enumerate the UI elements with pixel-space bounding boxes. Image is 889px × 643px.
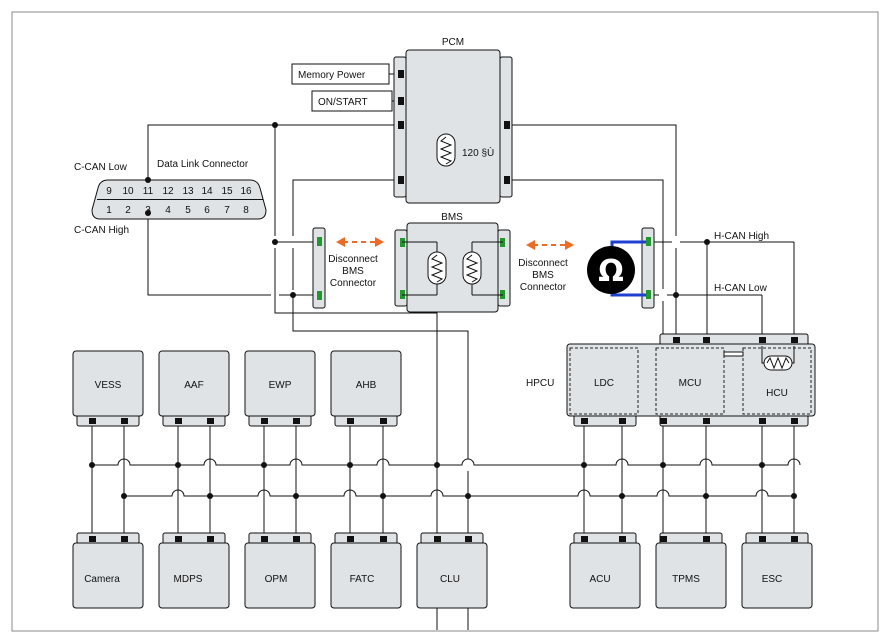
dlc-pin-7: 7 xyxy=(224,205,230,216)
module-fatc: FATC xyxy=(330,532,402,609)
disconnect-left-line3: Connector xyxy=(330,278,377,289)
camera-label: Camera xyxy=(84,574,120,585)
data-link-connector: Data Link Connector C-CAN Low C-CAN High… xyxy=(74,159,267,236)
dlc-pin-15: 15 xyxy=(221,186,233,197)
hpcu-title: HPCU xyxy=(526,378,554,389)
module-esc: ESC xyxy=(741,532,813,609)
ldc-label: LDC xyxy=(594,378,614,389)
pcm-module: PCM 120 §Ù xyxy=(393,37,513,204)
memory-power-label: Memory Power xyxy=(298,70,366,81)
module-camera: Camera xyxy=(72,532,144,609)
bms-title: BMS xyxy=(441,212,463,223)
bms-disconnect-connector-left: Disconnect BMS Connector xyxy=(312,227,384,309)
dlc-pin-9: 9 xyxy=(106,186,112,197)
mdps-label: MDPS xyxy=(174,574,203,585)
diagram-frame xyxy=(11,11,879,632)
dlc-pin-4: 4 xyxy=(165,205,171,216)
clu-label: CLU xyxy=(440,574,460,585)
module-mdps: MDPS xyxy=(158,532,230,609)
disconnect-right-line1: Disconnect xyxy=(518,258,568,269)
module-vess: VESS xyxy=(72,350,144,427)
ewp-label: EWP xyxy=(269,380,292,391)
aaf-label: AAF xyxy=(184,380,203,391)
acu-label: ACU xyxy=(589,574,610,585)
dlc-top-pins: 9 10 11 12 13 14 15 16 xyxy=(106,186,252,197)
dlc-pin-6: 6 xyxy=(204,205,210,216)
pcm-terminating-resistor xyxy=(436,133,456,167)
module-acu: ACU xyxy=(569,532,641,609)
hcu-terminating-resistor xyxy=(763,355,793,371)
ahb-label: AHB xyxy=(356,380,377,391)
ohmmeter-icon xyxy=(587,246,635,294)
hcu-label: HCU xyxy=(766,388,788,399)
module-tpms: TPMS xyxy=(655,532,727,609)
h-can-low-label: H-CAN Low xyxy=(714,283,768,294)
dlc-pin-13: 13 xyxy=(182,186,194,197)
dlc-pin-8: 8 xyxy=(243,205,249,216)
bms-disconnect-label-right: Disconnect BMS Connector xyxy=(518,240,574,293)
opm-label: OPM xyxy=(265,574,288,585)
tpms-label: TPMS xyxy=(672,574,700,585)
dlc-pin-11: 11 xyxy=(143,186,154,197)
disconnect-right-line3: Connector xyxy=(520,282,567,293)
disconnect-left-line2: BMS xyxy=(342,266,364,277)
dlc-pin-2: 2 xyxy=(125,205,131,216)
disconnect-right-line2: BMS xyxy=(532,270,554,281)
ohm-symbol: Ω xyxy=(598,254,624,289)
on-start-input: ON/START xyxy=(311,90,393,112)
module-clu: CLU xyxy=(416,532,488,609)
module-opm: OPM xyxy=(244,532,316,609)
ohmmeter-connection: Ω xyxy=(587,227,655,309)
module-aaf: AAF xyxy=(158,350,230,427)
c-can-high-label: C-CAN High xyxy=(74,225,129,236)
dlc-pin-14: 14 xyxy=(201,186,213,197)
c-can-low-label: C-CAN Low xyxy=(74,162,128,173)
vess-label: VESS xyxy=(95,380,122,391)
on-start-label: ON/START xyxy=(318,97,368,108)
hpcu-module: HPCU LDC MCU HCU xyxy=(526,333,816,427)
fatc-label: FATC xyxy=(350,574,375,585)
memory-power-input: Memory Power xyxy=(291,63,390,85)
dlc-pin-5: 5 xyxy=(185,205,191,216)
pcm-resistor-value: 120 §Ù xyxy=(462,146,494,159)
dlc-pin-16: 16 xyxy=(240,186,252,197)
disconnect-left-line1: Disconnect xyxy=(328,254,378,265)
bms-module: BMS xyxy=(394,212,511,313)
mcu-label: MCU xyxy=(679,378,702,389)
dlc-pin-12: 12 xyxy=(162,186,174,197)
dlc-pin-1: 1 xyxy=(106,205,112,216)
esc-label: ESC xyxy=(762,574,783,585)
dlc-title: Data Link Connector xyxy=(157,159,249,170)
dlc-pin-10: 10 xyxy=(122,186,134,197)
module-ahb: AHB xyxy=(330,350,402,427)
pcm-title: PCM xyxy=(442,37,464,48)
h-can-high-label: H-CAN High xyxy=(714,231,769,242)
module-ewp: EWP xyxy=(244,350,316,427)
